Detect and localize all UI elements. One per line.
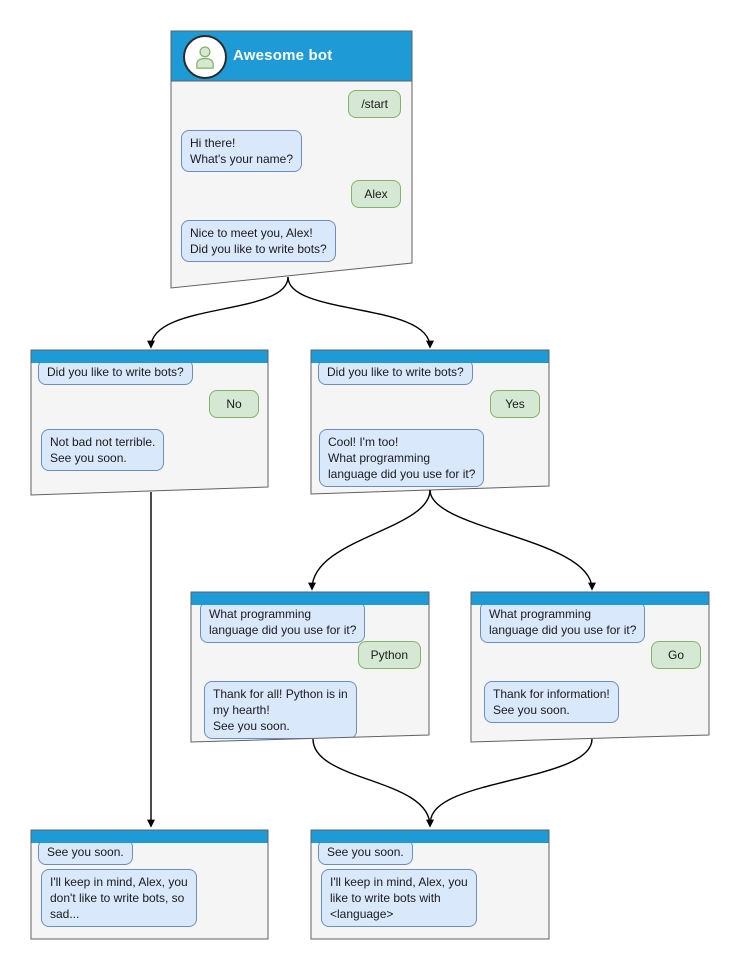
window-header [471, 592, 709, 605]
avatar [183, 35, 227, 79]
arrow-yes-to-python [308, 489, 431, 591]
bot-message-bubble: What programming language did you use fo… [480, 601, 646, 643]
bot-message-bubble: Cool! I'm too! What programming language… [319, 429, 485, 487]
bot-message-bubble: Hi there! What's your name? [181, 130, 303, 172]
window-header [191, 592, 429, 605]
chat-window-go: What programming language did you use fo… [471, 592, 709, 742]
window-header [31, 350, 268, 363]
arrow-yes-to-go [429, 489, 596, 591]
bot-message-bubble: I'll keep in mind, Alex, you don't like … [41, 869, 197, 927]
user-message-bubble: No [209, 390, 259, 418]
person-icon [196, 46, 214, 69]
window-header: Awesome bot [171, 31, 412, 81]
bot-message-bubble: I'll keep in mind, Alex, you like to wri… [321, 869, 477, 927]
user-message-bubble: Python [357, 641, 421, 669]
chat-window-end-no: See you soon. I'll keep in mind, Alex, y… [31, 830, 268, 939]
bot-message-bubble: Nice to meet you, Alex! Did you like to … [181, 220, 336, 262]
window-title: Awesome bot [233, 47, 333, 64]
bot-message-bubble: Not bad not terrible. See you soon. [41, 429, 165, 471]
window-header [311, 830, 549, 843]
bot-message-bubble: What programming language did you use fo… [200, 601, 366, 643]
chat-window-end-yes: See you soon. I'll keep in mind, Alex, y… [311, 830, 549, 939]
user-message-bubble: Go [651, 641, 701, 669]
chat-window-python: What programming language did you use fo… [191, 592, 429, 742]
bot-message-bubble: Thank for all! Python is in my hearth! S… [204, 681, 357, 739]
chat-window-start: Awesome bot /start Hi there! What's your… [171, 31, 412, 288]
chat-window-no: Did you like to write bots? No Not bad n… [31, 350, 268, 495]
arrow-go-to-end-yes [429, 738, 593, 823]
user-message-bubble: /start [348, 90, 401, 118]
chat-window-yes: Did you like to write bots? Yes Cool! I'… [311, 350, 549, 494]
window-header [31, 830, 268, 843]
bot-message-bubble: Thank for information! See you soon. [484, 681, 619, 723]
arrow-python-to-end-yes [312, 738, 434, 828]
user-message-bubble: Alex [351, 180, 401, 208]
arrow-start-to-yes [287, 276, 434, 349]
window-header [311, 350, 549, 363]
user-message-bubble: Yes [490, 390, 540, 418]
